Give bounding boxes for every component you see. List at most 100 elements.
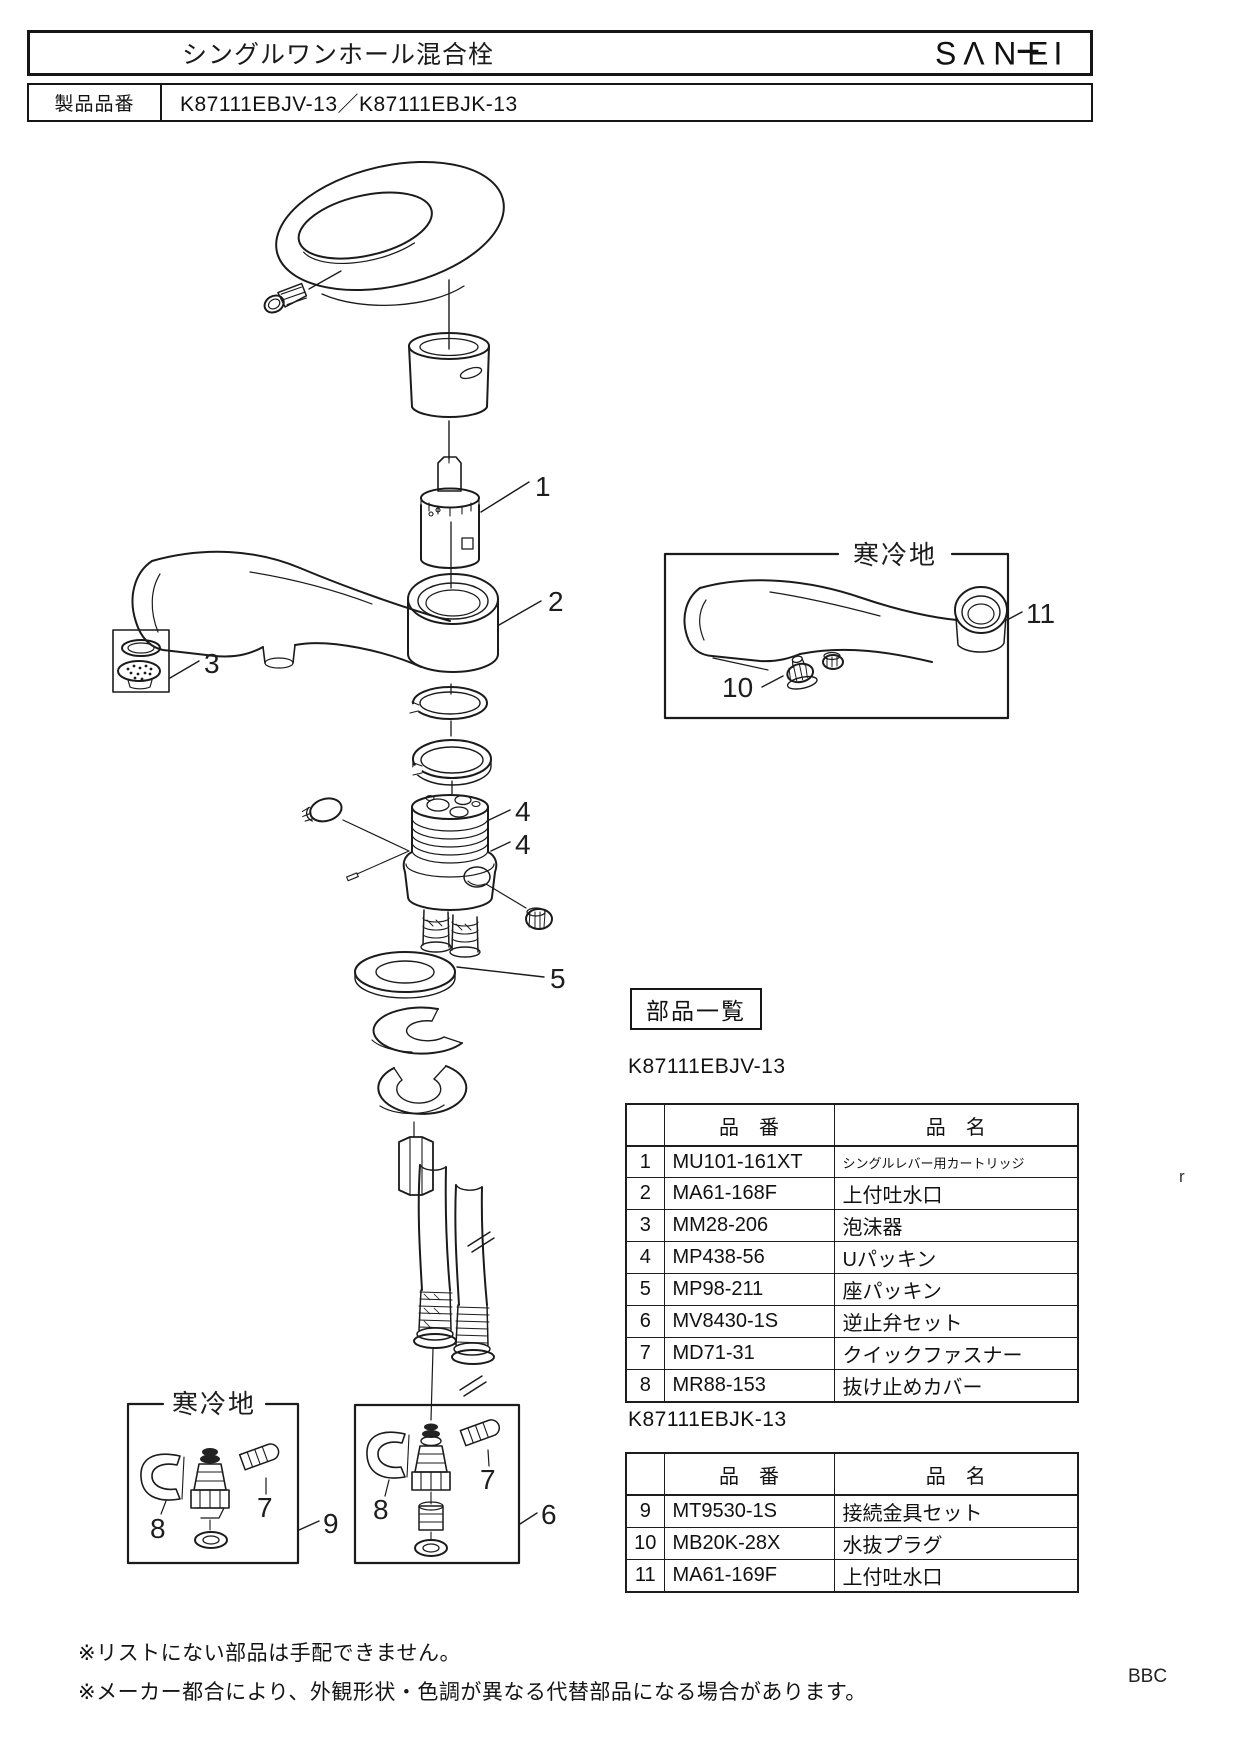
parts-list-title-box: 部品一覧 bbox=[630, 988, 762, 1030]
leader-11 bbox=[1006, 611, 1023, 621]
svg-text:I: I bbox=[1053, 37, 1062, 69]
callout-10: 10 bbox=[722, 672, 753, 703]
table-header-row: 品 番 品 名 bbox=[625, 1103, 1079, 1147]
cell-no: 2 bbox=[625, 1177, 665, 1210]
leader-5 bbox=[456, 966, 545, 978]
part-fastener-left bbox=[238, 1443, 280, 1471]
note-1: ※リストにない部品は手配できません。 bbox=[78, 1642, 461, 1665]
cell-name: 水抜プラグ bbox=[833, 1527, 1079, 1560]
stray-mark: r bbox=[1179, 1167, 1185, 1186]
callout-4a: 4 bbox=[515, 796, 531, 827]
callout-2: 2 bbox=[548, 586, 564, 617]
break-mark-lower bbox=[459, 1375, 487, 1397]
callout-9: 9 bbox=[323, 1508, 339, 1539]
callout-7-left: 7 bbox=[257, 1492, 273, 1523]
part-retaining-rings bbox=[409, 683, 492, 795]
break-mark-upper bbox=[467, 1231, 495, 1253]
part-cover-clip-right bbox=[366, 1431, 406, 1479]
standard-set-box-bottom bbox=[353, 1403, 538, 1565]
callout-7-right: 7 bbox=[480, 1464, 496, 1495]
part-valve-right bbox=[411, 1423, 451, 1557]
page-title: シングルワンホール混合栓 bbox=[182, 41, 495, 69]
part-hex-adapter bbox=[398, 1136, 434, 1196]
callout-5: 5 bbox=[550, 963, 566, 994]
cell-name: 抜け止めカバー bbox=[833, 1369, 1079, 1403]
cell-part_no: MM28-206 bbox=[663, 1209, 835, 1242]
part-fastener-right bbox=[459, 1419, 500, 1447]
part-valve-left bbox=[190, 1448, 230, 1549]
plug-screw-left bbox=[301, 797, 343, 823]
parts-list-title: 部品一覧 bbox=[646, 998, 746, 1024]
leader-4a bbox=[488, 809, 511, 821]
part-plate-lower bbox=[377, 1065, 468, 1137]
leader-2 bbox=[498, 600, 542, 626]
cell-no: 10 bbox=[625, 1527, 665, 1560]
header-part-no: 品 番 bbox=[663, 1103, 835, 1147]
svg-text:N: N bbox=[993, 37, 1016, 69]
part-body bbox=[301, 794, 553, 958]
leader-4b bbox=[490, 841, 511, 852]
cell-part_no: MA61-168F bbox=[663, 1177, 835, 1210]
leader-1 bbox=[480, 481, 530, 513]
part-cover-clip bbox=[140, 1453, 181, 1501]
table-header-row: 品 番 品 名 bbox=[625, 1452, 1079, 1496]
page-code: BBC bbox=[1128, 1666, 1168, 1687]
cell-no: 8 bbox=[625, 1369, 665, 1403]
cell-part_no: MA61-169F bbox=[663, 1559, 835, 1593]
cell-name: 座パッキン bbox=[833, 1273, 1079, 1306]
cell-no: 5 bbox=[625, 1273, 665, 1306]
cell-no: 11 bbox=[625, 1559, 665, 1593]
cold-region-box-top bbox=[663, 552, 1023, 720]
cell-name: 上付吐水口 bbox=[833, 1559, 1079, 1593]
part-spout bbox=[131, 521, 542, 673]
callout-11: 11 bbox=[1026, 598, 1055, 629]
product-numbers: K87111EBJV-13／K87111EBJK-13 bbox=[180, 92, 518, 116]
leader-10 bbox=[761, 675, 784, 688]
model-label-ebjv: K87111EBJV-13 bbox=[628, 1055, 786, 1078]
part-plug-ring bbox=[822, 651, 844, 670]
leader-6 bbox=[519, 1512, 538, 1525]
cell-no: 6 bbox=[625, 1305, 665, 1338]
leader-3 bbox=[169, 660, 200, 679]
cell-no: 1 bbox=[625, 1145, 665, 1178]
svg-text:S: S bbox=[935, 37, 956, 69]
cell-part_no: MT9530-1S bbox=[663, 1494, 835, 1528]
part-cartridge bbox=[420, 456, 530, 569]
callout-8-right: 8 bbox=[373, 1494, 389, 1525]
screw-right bbox=[525, 907, 553, 930]
leader-hose-to-box bbox=[430, 1348, 434, 1421]
cell-no: 9 bbox=[625, 1494, 665, 1528]
cold-region-title-top: 寒冷地 bbox=[853, 540, 937, 570]
svg-text:Λ: Λ bbox=[963, 37, 985, 69]
callout-4b: 4 bbox=[515, 829, 531, 860]
cell-no: 4 bbox=[625, 1241, 665, 1274]
product-number-label: 製品品番 bbox=[29, 85, 162, 120]
sanei-logo: S Λ N E I bbox=[935, 37, 1062, 69]
cold-region-box-bottom bbox=[126, 1402, 320, 1565]
cell-name: 接続金具セット bbox=[833, 1494, 1079, 1528]
cell-name: 泡沫器 bbox=[833, 1209, 1079, 1242]
header-part-name: 品 名 bbox=[833, 1452, 1079, 1496]
header-blank bbox=[625, 1452, 665, 1496]
cell-name: クイックファスナー bbox=[833, 1337, 1079, 1370]
part-washer bbox=[354, 951, 545, 999]
header-title-box: シングルワンホール混合栓 S Λ N E I bbox=[27, 30, 1093, 76]
model-label-ebjk: K87111EBJK-13 bbox=[628, 1408, 787, 1431]
handle-screw bbox=[263, 282, 308, 314]
note-2: ※メーカー都合により、外観形状・色調が異なる代替部品になる場合があります。 bbox=[78, 1681, 867, 1704]
logo-dash bbox=[1017, 49, 1039, 53]
cell-no: 3 bbox=[625, 1209, 665, 1242]
header-part-name: 品 名 bbox=[833, 1103, 1079, 1147]
header-blank bbox=[625, 1103, 665, 1147]
